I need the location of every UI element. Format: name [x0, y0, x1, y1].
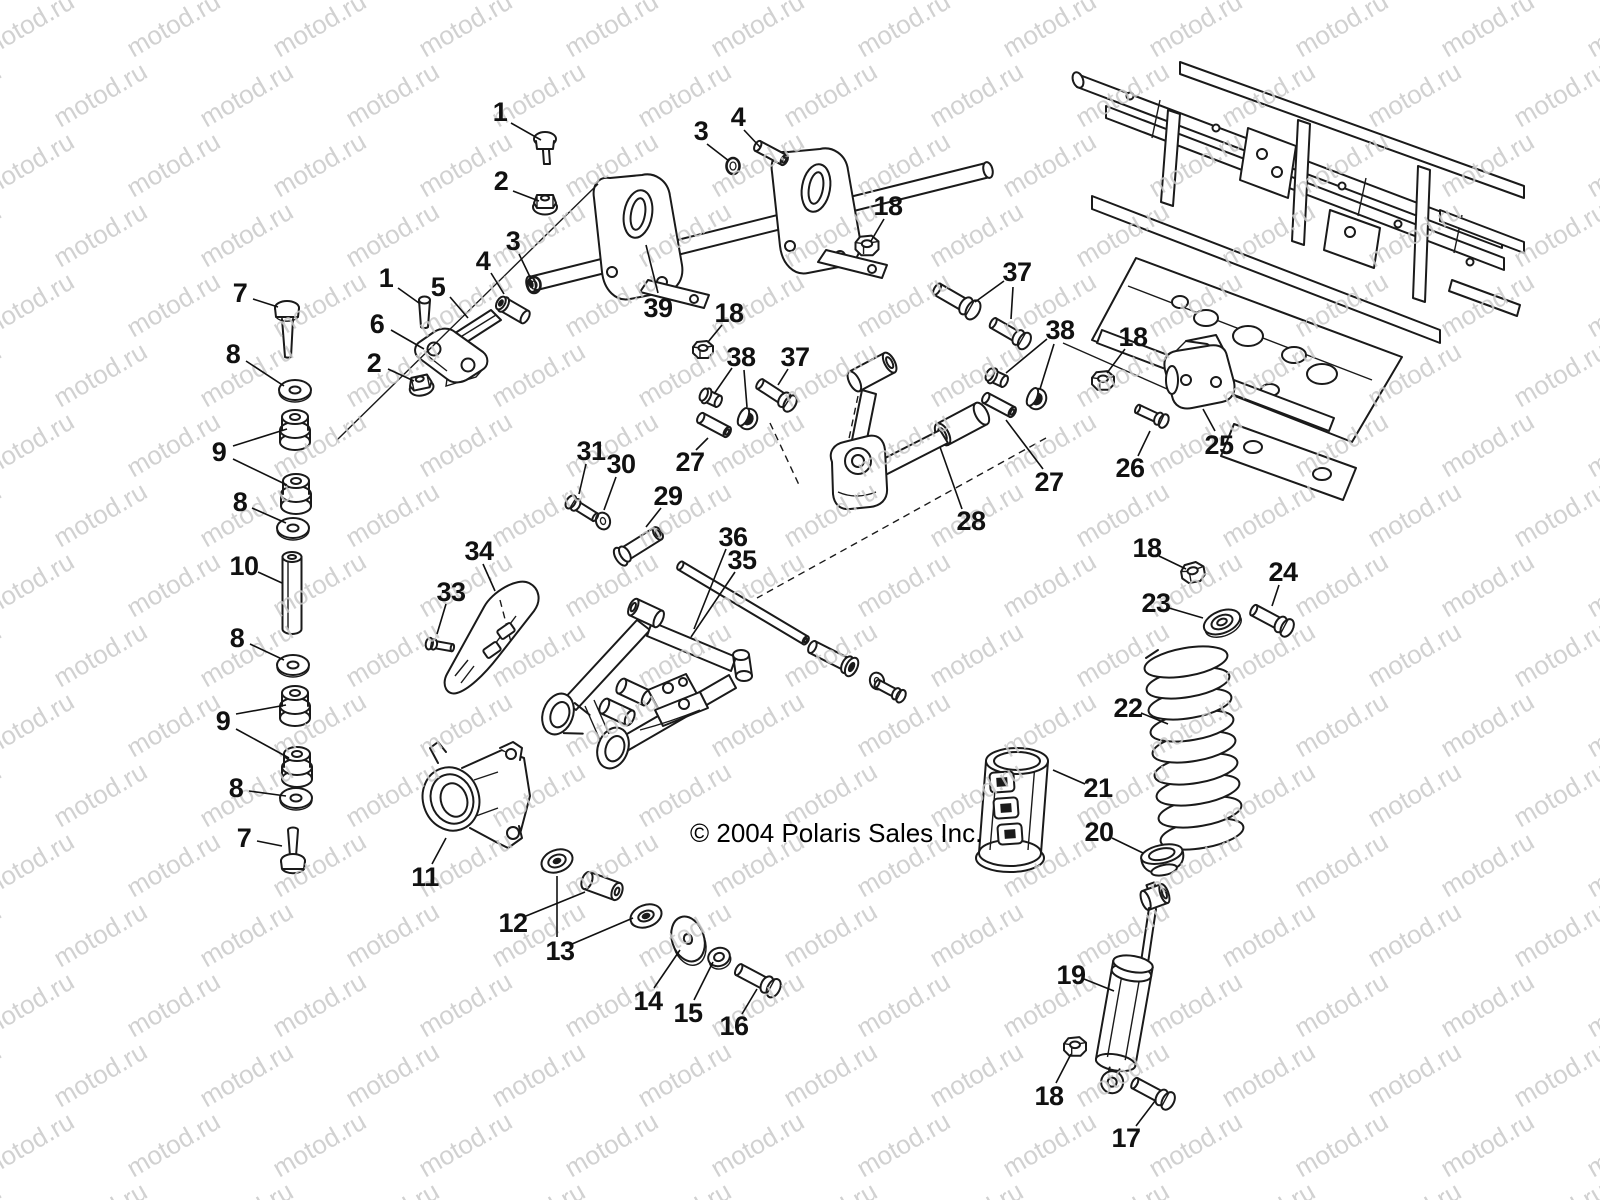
alignment-line-dashed [770, 423, 800, 487]
part-bolt-1-top [534, 132, 556, 164]
part-bushing-cap-13b [627, 900, 665, 932]
part-bracket-25 [1164, 335, 1234, 409]
part-bolt-7-upper [275, 301, 299, 358]
part-bushing-38a [697, 386, 724, 410]
part-link-6 [415, 329, 487, 386]
part-frame-assembly [1071, 62, 1524, 500]
part-bushing-12 [579, 870, 625, 901]
part-bolt-24 [1245, 599, 1298, 641]
part-bushing-38b [735, 405, 761, 432]
part-shock-absorber-19 [1091, 879, 1172, 1096]
part-nut-18a [854, 234, 880, 257]
part-washer-8d [279, 787, 313, 811]
part-pin-4a [751, 138, 791, 168]
part-bolt-26 [1131, 400, 1172, 431]
part-pivot-tube-29a [611, 523, 667, 568]
part-coil-spring-22 [1142, 641, 1246, 855]
part-stabilizer-bar-assembly [525, 148, 995, 308]
part-spring-seat-20 [1139, 841, 1187, 879]
part-nut-18-left [692, 340, 714, 359]
part-bolt-37-right-b [985, 312, 1035, 353]
part-pivot-shaft-35-36 [676, 560, 810, 645]
part-bushing-9a [279, 409, 311, 451]
part-bolt-37-left [751, 374, 801, 416]
part-bushing-cap-13a [538, 845, 576, 877]
part-bolt-37-right-a [928, 277, 985, 324]
part-washer-30a [594, 511, 612, 531]
part-washer-8b [276, 517, 310, 541]
part-nut-2a [532, 194, 558, 216]
part-nut-18-right [1090, 370, 1116, 391]
part-pivot-bolt-29b [805, 637, 861, 679]
part-washer-23 [1200, 605, 1245, 642]
part-spring-retainer-21 [976, 748, 1048, 872]
part-bolt-33 [424, 636, 456, 655]
alignment-line [337, 184, 598, 440]
part-bushing-9b [280, 473, 312, 515]
part-bolt-17 [1126, 1072, 1179, 1114]
part-washer-14 [666, 912, 712, 969]
part-pin-4b [493, 294, 532, 326]
part-bolt-16 [730, 958, 785, 1001]
part-bushing-38d [1024, 385, 1050, 412]
part-spacer-tube-10 [283, 552, 302, 634]
part-guard-34 [445, 582, 539, 694]
part-nut-18d [1062, 1035, 1088, 1057]
part-bearing-carrier-11 [414, 742, 530, 848]
part-bushing-9c [279, 685, 311, 727]
part-nut-18c [1178, 559, 1208, 586]
part-bolt-7-lower [281, 828, 305, 874]
part-bushing-9d [281, 746, 313, 788]
part-bushing-38c [983, 366, 1010, 390]
part-lower-a-arm [537, 597, 752, 773]
part-washer-8c [276, 654, 310, 678]
part-nut-2b [406, 372, 436, 399]
part-oring-3a [725, 156, 741, 176]
part-pin-27a [694, 410, 734, 440]
part-washer-15 [706, 945, 733, 972]
part-washer-8a [278, 379, 312, 403]
part-bolt-1-lower [419, 297, 430, 329]
part-upper-a-arm [831, 351, 993, 510]
